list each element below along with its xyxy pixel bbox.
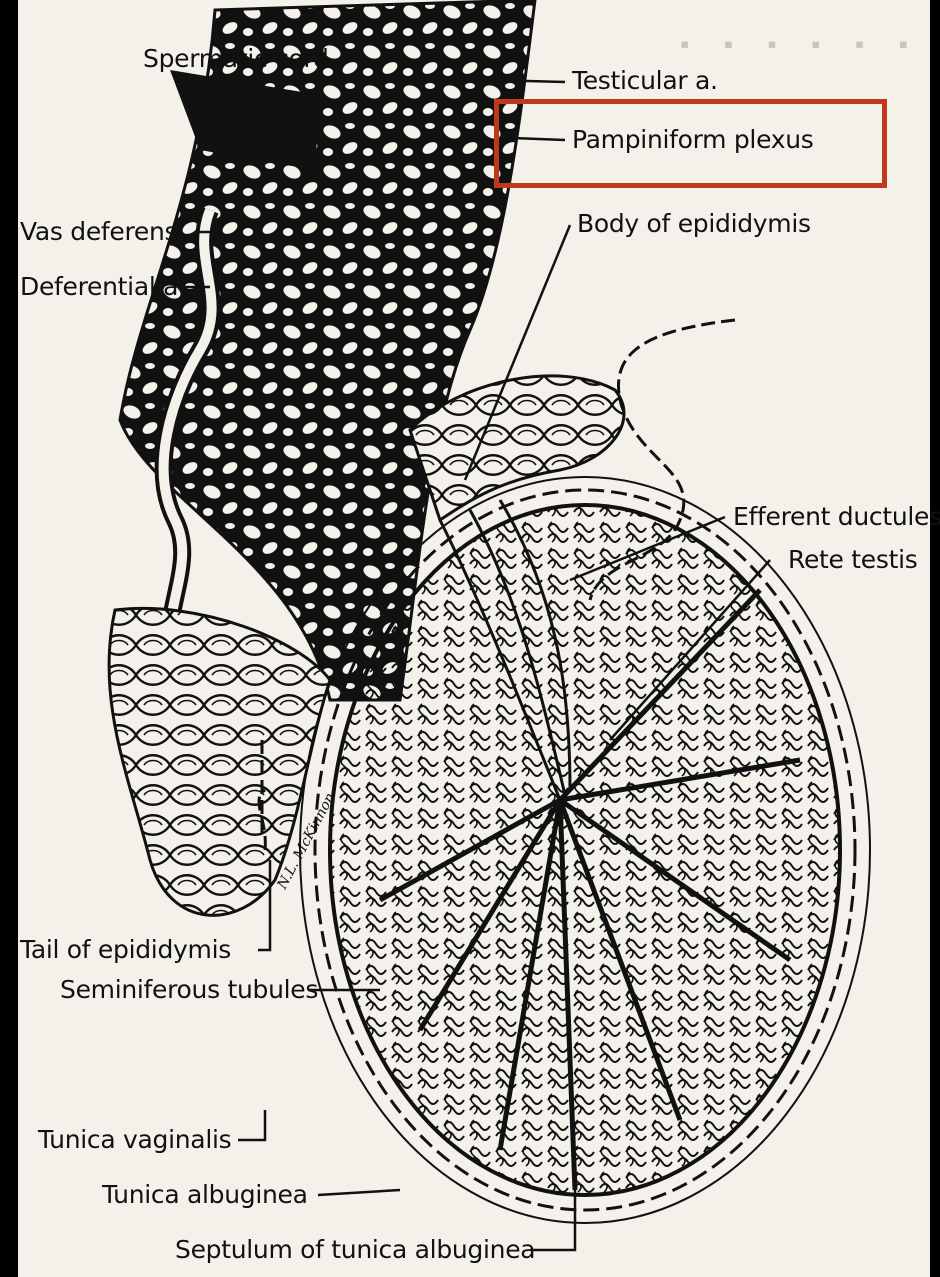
label-pampiniform-plexus: Pampiniform plexus [572,125,814,154]
label-testicular-artery: Testicular a. [572,66,718,95]
label-tunica-albuginea: Tunica albuginea [102,1180,308,1209]
label-efferent-ductules: Efferent ductules [733,502,940,531]
label-spermatic-cord: Spermatic cord [143,44,329,73]
label-septulum: Septulum of tunica albuginea [175,1235,535,1264]
label-seminiferous-tubules: Seminiferous tubules [60,975,318,1004]
label-rete-testis: Rete testis [788,545,917,574]
label-deferential-artery: Deferential a. [20,272,186,301]
label-body-of-epididymis: Body of epididymis [577,209,811,238]
label-tail-of-epididymis: Tail of epididymis [20,935,231,964]
label-vas-deferens: Vas deferens [20,217,177,246]
label-tunica-vaginalis: Tunica vaginalis [38,1125,231,1154]
